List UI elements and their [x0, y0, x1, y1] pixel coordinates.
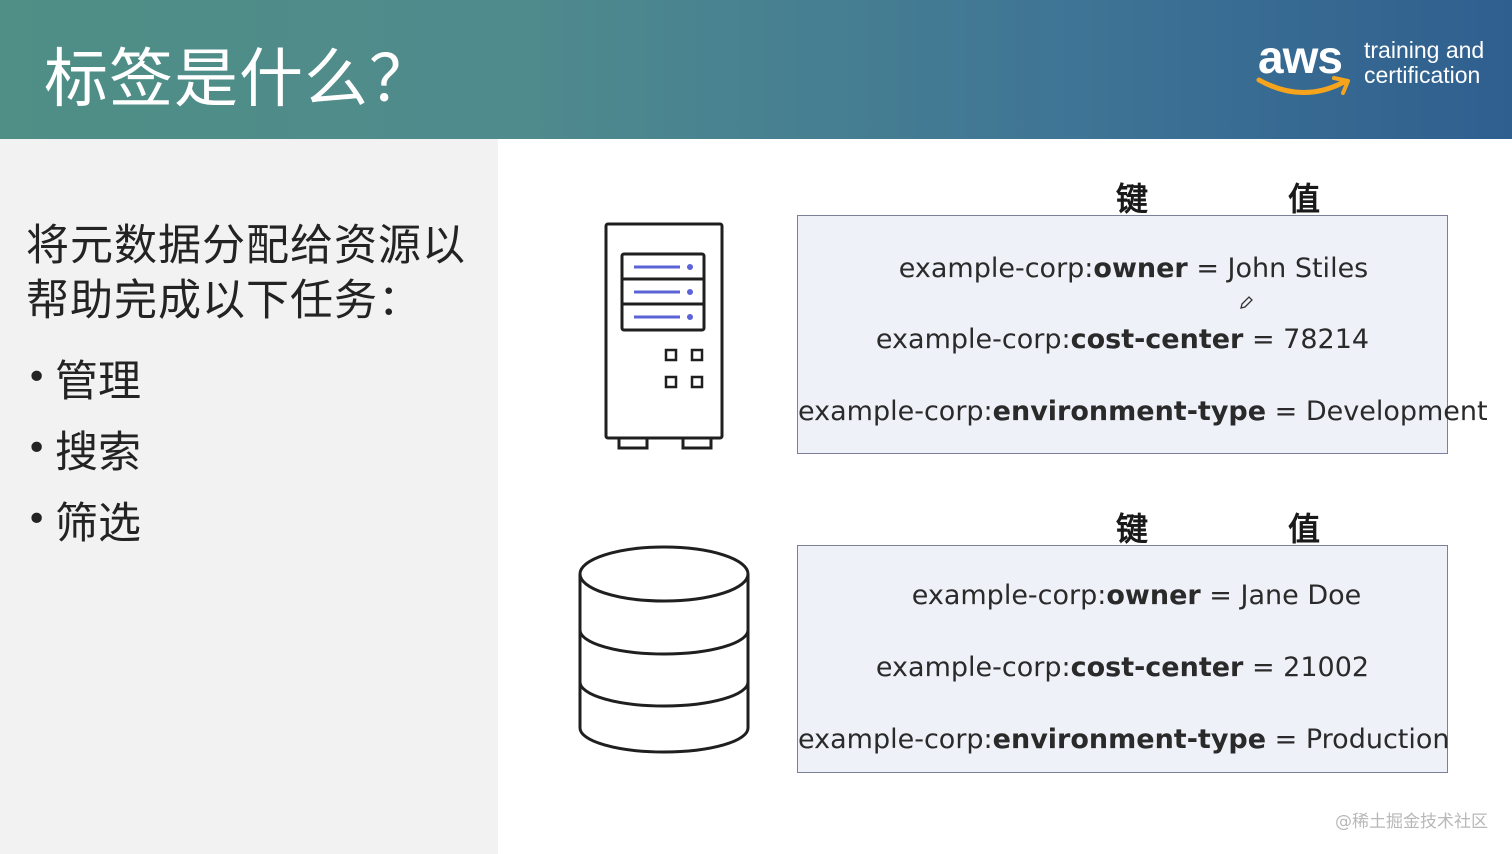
bullet-dot: •: [26, 498, 48, 540]
task-label: 管理: [55, 356, 141, 407]
tag-key: environment-type: [992, 396, 1267, 427]
intro-line-1: 将元数据分配给资源以: [26, 221, 466, 271]
logo-tagline: training and certification: [1364, 38, 1484, 88]
tag-equals: =: [1200, 580, 1241, 611]
tag-prefix: example-corp:: [875, 652, 1071, 683]
tag-row: example-corp:owner = Jane Doe: [798, 580, 1447, 611]
aws-wordmark: aws: [1258, 31, 1343, 83]
aws-smile-icon: [1256, 76, 1350, 95]
key-header: 键: [1116, 180, 1149, 218]
tag-value: Production: [1305, 724, 1450, 755]
task-list: • 管理 • 搜索 • 筛选: [26, 342, 141, 555]
logo-tagline-line2: certification: [1364, 62, 1481, 88]
intro-text: 将元数据分配给资源以 帮助完成以下任务：: [26, 219, 496, 329]
value-header: 值: [1288, 510, 1321, 548]
tag-value: Jane Doe: [1240, 580, 1362, 611]
tag-value: Development: [1305, 396, 1488, 427]
database-tag-box: example-corp:owner = Jane Doe example-co…: [797, 545, 1450, 773]
tag-row: example-corp:environment-type = Producti…: [798, 724, 1450, 755]
tag-key: owner: [1093, 253, 1188, 284]
task-item: • 管理: [26, 342, 141, 413]
task-label: 筛选: [55, 498, 141, 549]
task-item: • 搜索: [26, 413, 141, 484]
tag-equals: =: [1243, 652, 1284, 683]
pencil-cursor-icon: [1240, 296, 1253, 309]
task-item: • 筛选: [26, 484, 141, 555]
tag-key: cost-center: [1070, 652, 1244, 683]
tag-key: owner: [1106, 580, 1201, 611]
tag-row: example-corp:owner = John Stiles: [798, 253, 1447, 284]
bullet-dot: •: [26, 427, 48, 469]
intro-line-2: 帮助完成以下任务：: [26, 276, 422, 326]
tag-value: 78214: [1283, 324, 1370, 355]
tag-row: example-corp:cost-center = 78214: [798, 324, 1447, 355]
key-header: 键: [1116, 510, 1149, 548]
tag-prefix: example-corp:: [911, 580, 1107, 611]
server-icon: [604, 222, 724, 450]
task-label: 搜索: [55, 427, 141, 478]
tag-value: 21002: [1283, 652, 1370, 683]
tag-prefix: example-corp:: [898, 253, 1094, 284]
aws-logo: aws training and certification: [1256, 31, 1496, 104]
tag-row: example-corp:environment-type = Developm…: [798, 396, 1488, 427]
tag-key: environment-type: [992, 724, 1267, 755]
value-header: 值: [1288, 180, 1321, 218]
logo-tagline-line1: training and: [1364, 37, 1485, 63]
tag-prefix: example-corp:: [798, 724, 993, 755]
slide-title: 标签是什么？: [44, 43, 434, 117]
tag-prefix: example-corp:: [875, 324, 1071, 355]
tag-row: example-corp:cost-center = 21002: [798, 652, 1447, 683]
server-tag-box: example-corp:owner = John Stiles example…: [797, 215, 1488, 454]
tag-equals: =: [1187, 253, 1228, 284]
tag-key: cost-center: [1070, 324, 1244, 355]
tag-equals: =: [1266, 396, 1306, 427]
database-icon: [578, 545, 750, 754]
tag-equals: =: [1243, 324, 1284, 355]
slide-header: 标签是什么？ aws training and certification: [0, 0, 1512, 139]
watermark: @稀土掘金技术社区: [1335, 812, 1488, 832]
tag-prefix: example-corp:: [798, 396, 993, 427]
tag-equals: =: [1266, 724, 1306, 755]
bullet-dot: •: [26, 356, 48, 398]
tag-value: John Stiles: [1227, 253, 1369, 284]
left-panel: 将元数据分配给资源以 帮助完成以下任务： • 管理 • 搜索 • 筛选: [0, 139, 498, 854]
